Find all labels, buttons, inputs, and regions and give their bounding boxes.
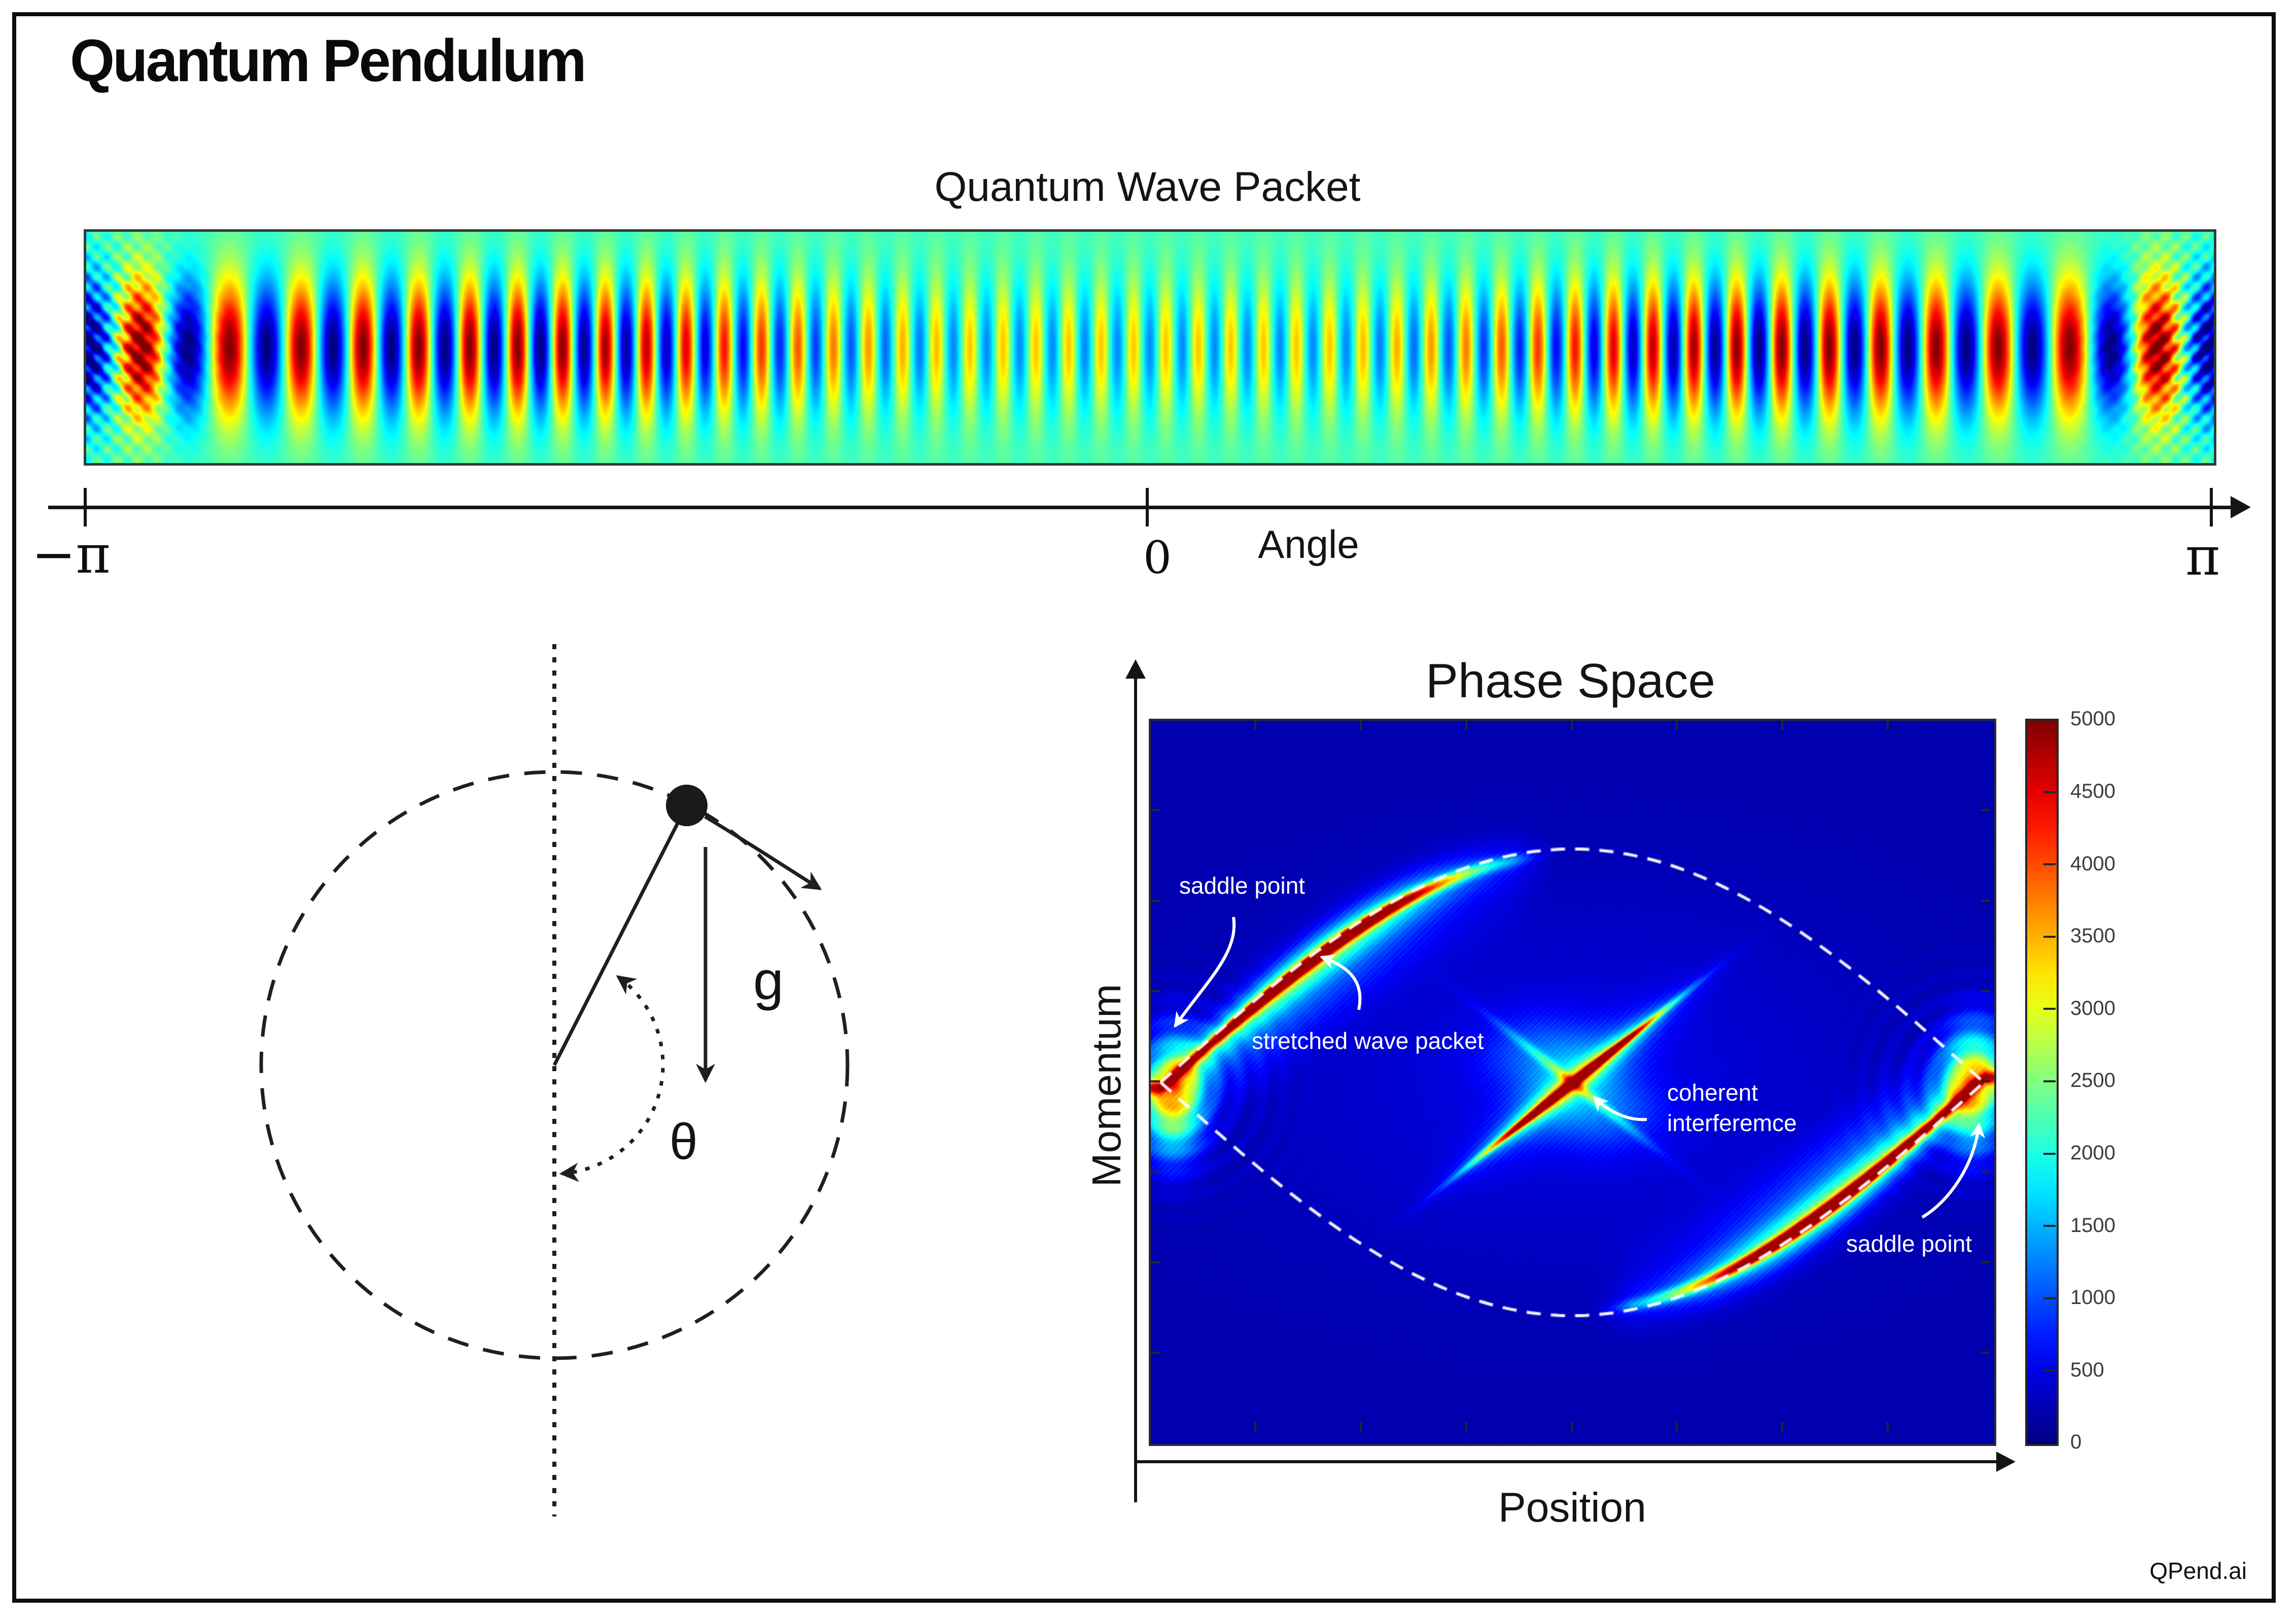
annotation-coherent-line1: coherent bbox=[1667, 1079, 1758, 1106]
momentum-axis-arrowhead-icon bbox=[1125, 659, 1146, 679]
heatmap-axis-tick bbox=[1887, 721, 1889, 730]
wave-packet-heatmap bbox=[84, 229, 2216, 466]
momentum-axis-label: Momentum bbox=[1084, 983, 1129, 1187]
pendulum-bob bbox=[666, 785, 708, 826]
colorbar-tick-label: 500 bbox=[2070, 1359, 2104, 1381]
colorbar-tick-label: 4000 bbox=[2070, 853, 2115, 875]
heatmap-axis-tick bbox=[2043, 935, 2056, 938]
heatmap-axis-tick bbox=[1151, 899, 1160, 902]
colorbar-gradient bbox=[2025, 719, 2059, 1446]
colorbar-tick-label: 5000 bbox=[2070, 708, 2115, 730]
heatmap-axis-tick bbox=[1981, 1261, 1990, 1263]
momentum-axis-line bbox=[1134, 678, 1137, 1502]
annotation-coherent-interference: coherent interferemce bbox=[1667, 1077, 1797, 1138]
page-title: Quantum Pendulum bbox=[70, 27, 587, 94]
colorbar-tick-label: 4500 bbox=[2070, 780, 2115, 802]
angle-tick-pi bbox=[2210, 488, 2213, 526]
phase-space-heatmap bbox=[1149, 719, 1996, 1446]
gravity-label: g bbox=[753, 949, 784, 1011]
heatmap-axis-tick bbox=[1981, 1080, 1990, 1082]
pendulum-diagram: g θ bbox=[259, 644, 850, 1516]
arrow-to-coherent-interference bbox=[1593, 1095, 1647, 1121]
angle-axis-line bbox=[48, 506, 2235, 509]
colorbar-tick-label: 0 bbox=[2070, 1431, 2082, 1453]
angle-axis-arrowhead-icon bbox=[2231, 496, 2251, 518]
heatmap-axis-tick bbox=[1676, 721, 1678, 730]
phase-annotation-arrows bbox=[1174, 916, 1986, 1219]
colorbar-tick-label: 2500 bbox=[2070, 1069, 2115, 1091]
heatmap-axis-tick bbox=[1254, 1422, 1256, 1431]
angle-tick-label-pi: π bbox=[2185, 525, 2220, 587]
heatmap-axis-tick bbox=[2043, 863, 2056, 866]
heatmap-axis-tick bbox=[1570, 1422, 1573, 1431]
angle-tick-label-neg-pi: −π bbox=[31, 523, 111, 585]
annotation-stretched-wave-packet: stretched wave packet bbox=[1252, 1028, 1484, 1054]
heatmap-axis-tick bbox=[2043, 1080, 2056, 1082]
heatmap-axis-tick bbox=[1151, 1351, 1160, 1354]
velocity-arrow bbox=[704, 815, 822, 890]
heatmap-axis-tick bbox=[1781, 1422, 1784, 1431]
heatmap-axis-tick bbox=[1254, 721, 1256, 730]
colorbar-tick-label: 2000 bbox=[2070, 1142, 2115, 1164]
heatmap-axis-tick bbox=[1981, 1351, 1990, 1354]
heatmap-axis-tick bbox=[1151, 809, 1160, 812]
heatmap-axis-tick bbox=[2043, 1152, 2056, 1155]
pendulum-trajectory-dashed-circle bbox=[259, 770, 850, 1360]
heatmap-axis-tick bbox=[1781, 721, 1784, 730]
heatmap-axis-tick bbox=[1151, 990, 1160, 992]
angle-tick-neg-pi bbox=[84, 488, 87, 526]
heatmap-axis-tick bbox=[1981, 1171, 1990, 1173]
annotation-coherent-line2: interferemce bbox=[1667, 1110, 1797, 1136]
colorbar-tick-label: 3000 bbox=[2070, 997, 2115, 1019]
heatmap-axis-tick bbox=[1676, 1422, 1678, 1431]
colorbar-tick-label: 1500 bbox=[2070, 1214, 2115, 1237]
arrow-to-left-saddle-point bbox=[1174, 916, 1236, 1028]
heatmap-axis-tick bbox=[1570, 721, 1573, 730]
heatmap-axis-tick bbox=[1151, 1080, 1160, 1082]
heatmap-axis-tick bbox=[1359, 721, 1362, 730]
heatmap-axis-tick bbox=[1151, 1261, 1160, 1263]
colorbar-tick-label: 3500 bbox=[2070, 925, 2115, 947]
heatmap-axis-tick bbox=[2043, 1225, 2056, 1227]
watermark-qpend: QPend.ai bbox=[2149, 1558, 2247, 1584]
heatmap-axis-tick bbox=[2043, 1008, 2056, 1010]
heatmap-axis-tick bbox=[1359, 1422, 1362, 1431]
outer-border bbox=[12, 12, 2276, 1603]
annotation-saddle-point-left: saddle point bbox=[1179, 872, 1305, 899]
heatmap-axis-tick bbox=[1465, 721, 1467, 730]
position-axis-arrowhead-icon bbox=[1996, 1452, 2016, 1472]
angle-tick-label-zero: 0 bbox=[1143, 532, 1172, 584]
annotation-saddle-point-right: saddle point bbox=[1846, 1230, 1972, 1257]
heatmap-axis-tick bbox=[1151, 1171, 1160, 1173]
phase-space-title: Phase Space bbox=[1425, 654, 1716, 708]
arrow-to-right-saddle-point bbox=[1921, 1122, 1986, 1219]
heatmap-axis-tick bbox=[1981, 899, 1990, 902]
heatmap-axis-tick bbox=[2043, 791, 2056, 793]
theta-label: θ bbox=[669, 1113, 698, 1170]
heatmap-axis-tick bbox=[2043, 1369, 2056, 1372]
heatmap-axis-tick bbox=[1887, 1422, 1889, 1431]
position-axis-line bbox=[1136, 1460, 1998, 1463]
angle-tick-zero bbox=[1146, 488, 1149, 526]
theta-angle-arc bbox=[559, 975, 665, 1182]
position-axis-label: Position bbox=[1498, 1485, 1646, 1531]
angle-axis-label: Angle bbox=[1258, 522, 1359, 567]
colorbar-tick-label: 1000 bbox=[2070, 1286, 2115, 1309]
arrow-to-stretched-wave-packet bbox=[1320, 954, 1362, 1010]
heatmap-axis-tick bbox=[1981, 809, 1990, 812]
pendulum-rod bbox=[552, 804, 689, 1066]
heatmap-axis-tick bbox=[2043, 1297, 2056, 1299]
heatmap-axis-tick bbox=[1465, 1422, 1467, 1431]
heatmap-axis-tick bbox=[1981, 990, 1990, 992]
wave-packet-title: Quantum Wave Packet bbox=[934, 164, 1361, 210]
